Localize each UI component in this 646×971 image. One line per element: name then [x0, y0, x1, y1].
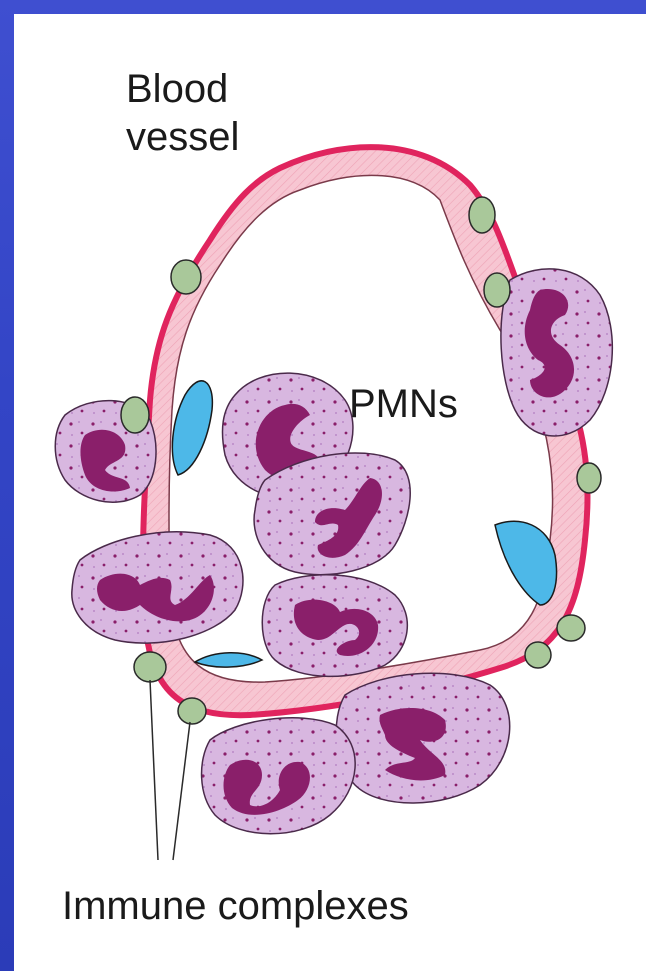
pmns-label: PMNs: [349, 380, 458, 428]
immune-complex: [484, 273, 510, 307]
immune-complex: [469, 197, 495, 233]
immune-complexes-label: Immune complexes: [62, 882, 409, 930]
pmn-cell: [501, 269, 612, 436]
immune-complex: [557, 615, 585, 641]
pmn-cell: [336, 673, 509, 803]
pmn-cell: [202, 718, 356, 834]
blood-vessel-label-line2: vessel: [126, 113, 239, 161]
blood-vessel-label-line1: Blood: [126, 65, 228, 113]
immune-complex: [171, 260, 201, 294]
immune-complex: [178, 698, 206, 724]
immune-complex: [525, 642, 551, 668]
immune-complex: [577, 463, 601, 493]
pmn-cell: [262, 575, 407, 677]
immune-complex: [134, 652, 166, 682]
immune-complex: [121, 397, 149, 433]
